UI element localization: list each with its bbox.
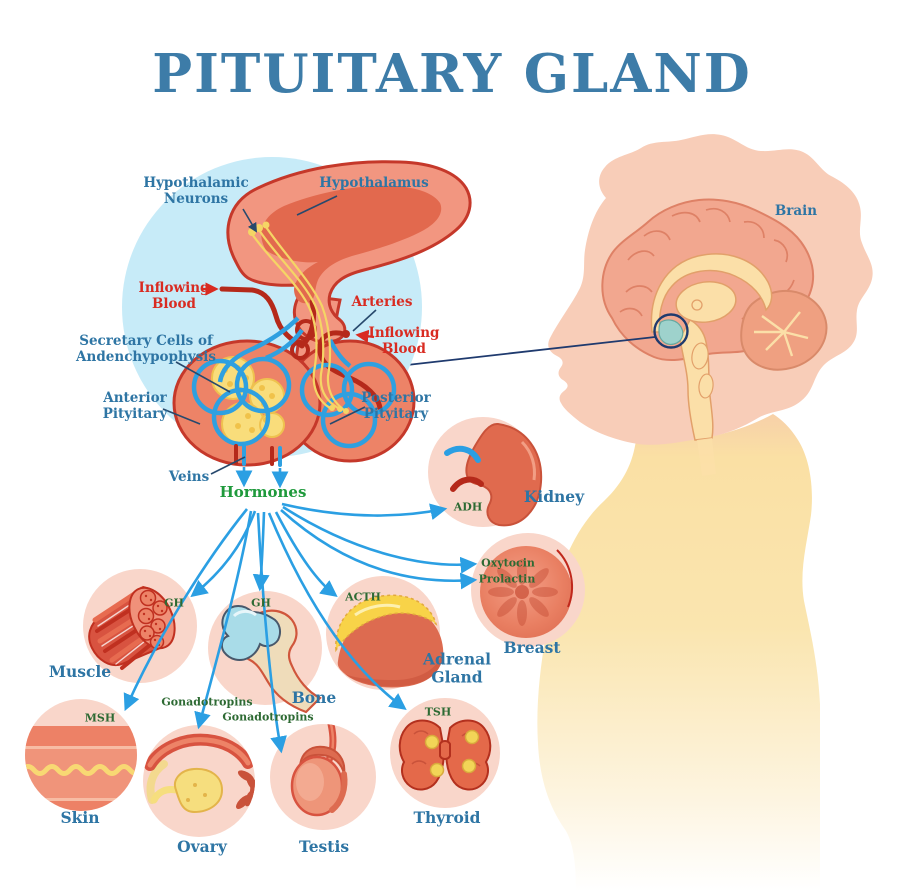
spinal-cord xyxy=(697,438,716,476)
skin-layers xyxy=(25,726,137,811)
organ-ovary xyxy=(143,725,255,837)
brain-illustration xyxy=(601,198,828,476)
page-title: PITUITARY GLAND xyxy=(152,43,752,105)
label-kidney: Kidney xyxy=(523,486,585,506)
label-testis: Testis xyxy=(298,836,350,856)
thalamus xyxy=(675,281,737,323)
label-inflowing-blood-left: Inflowing Blood xyxy=(138,280,210,312)
ovary-art xyxy=(144,733,255,814)
organ-muscle xyxy=(83,569,197,683)
label-posterior-pituitary: Posterior Pityitary xyxy=(361,390,431,422)
label-gonadotropins-ovary: Gonadotropins xyxy=(161,695,253,709)
arrow-to-bone xyxy=(252,511,270,592)
mammary-glands xyxy=(488,559,558,626)
organ-skin xyxy=(25,699,137,811)
fascicle-dots xyxy=(142,594,164,647)
organ-thyroid xyxy=(390,698,500,808)
pointer-lines xyxy=(162,195,377,475)
label-prolactin: Prolactin xyxy=(478,572,536,586)
arrow-to-skin xyxy=(123,508,249,712)
corpus-callosum xyxy=(650,253,773,333)
label-hormones: Hormones xyxy=(219,483,307,502)
arrow-to-testis xyxy=(256,512,287,754)
testis-art xyxy=(290,724,348,817)
pituitary-gland-diagram xyxy=(122,157,472,467)
label-adh: ADH xyxy=(453,500,483,514)
hypothalamus-inner xyxy=(261,185,442,304)
label-secretory-cells: Secretary Cells of Andenchypophysis xyxy=(76,333,216,365)
arrow-to-adrenal xyxy=(274,511,338,598)
label-ovary: Ovary xyxy=(177,836,227,856)
label-skin: Skin xyxy=(60,807,100,827)
arrow-to-breast-oxytocin xyxy=(282,505,478,574)
nerve-fibers xyxy=(251,226,345,411)
label-gonadotropins-testis: Gonadotropins xyxy=(222,710,314,724)
arrow-to-breast-prolactin xyxy=(280,509,478,590)
label-oxytocin: Oxytocin xyxy=(481,556,535,570)
thyroid-nodules xyxy=(424,729,480,778)
organ-bone xyxy=(208,591,322,714)
label-anterior-pituitary: Anterior Pityitary xyxy=(102,390,168,422)
arrow-to-thyroid xyxy=(267,512,407,711)
label-tsh: TSH xyxy=(424,705,452,719)
label-brain: Brain xyxy=(774,203,818,220)
label-arteries: Arteries xyxy=(351,294,413,311)
vessel-exits xyxy=(234,444,282,467)
label-adrenal-gland: Adrenal Gland xyxy=(422,649,492,687)
label-veins: Veins xyxy=(168,469,210,486)
label-acth: ACTH xyxy=(345,590,381,604)
label-hypothalamic-neurons: Hypothalamic Neurons xyxy=(143,175,249,207)
fimbriae xyxy=(236,770,255,809)
label-gh-bone: GH xyxy=(251,596,271,610)
label-thyroid: Thyroid xyxy=(413,807,481,827)
cerebellum xyxy=(740,289,828,371)
organ-testis xyxy=(270,724,376,830)
label-gh-muscle: GH xyxy=(164,596,184,610)
organ-kidney xyxy=(428,417,543,527)
arrow-to-kidney xyxy=(281,502,448,520)
label-hypothalamus: Hypothalamus xyxy=(319,175,429,192)
inflow-arrows xyxy=(202,282,375,343)
veins-vessels xyxy=(191,316,397,449)
arrow-to-ovary xyxy=(194,510,253,730)
pituitary-connector-line xyxy=(397,336,656,367)
arbor-vitae xyxy=(754,311,809,357)
label-msh: MSH xyxy=(84,711,116,725)
pituitary-location-marker xyxy=(653,313,689,349)
arrow-to-muscle xyxy=(190,510,257,598)
label-breast: Breast xyxy=(503,637,561,657)
hormone-arrows xyxy=(123,467,478,754)
organ-breast xyxy=(471,533,585,647)
label-bone: Bone xyxy=(291,687,337,707)
label-inflowing-blood-right: Inflowing Blood xyxy=(368,325,440,357)
label-muscle: Muscle xyxy=(48,661,112,681)
